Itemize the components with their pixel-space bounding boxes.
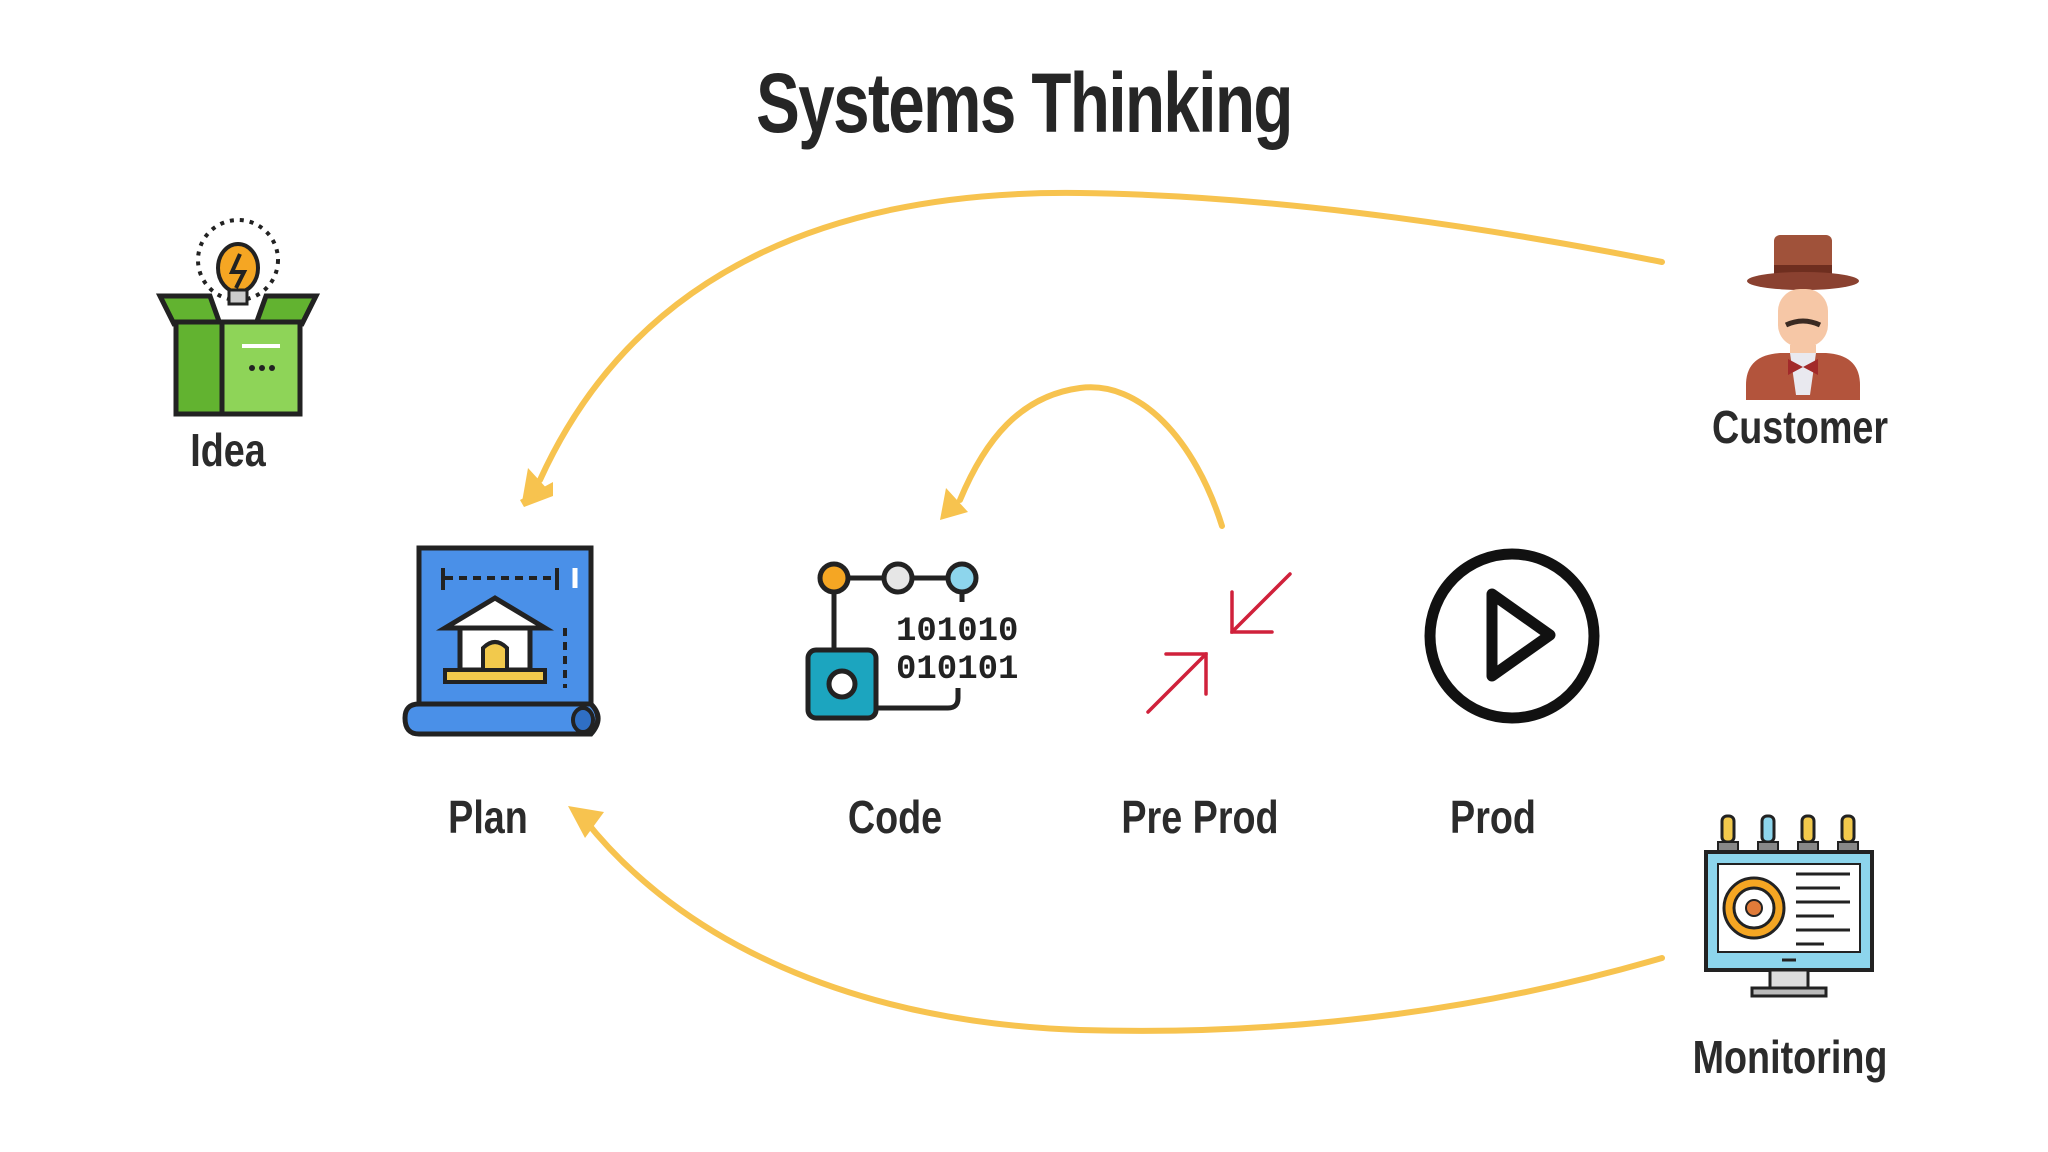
arrows-inward-icon (1146, 572, 1292, 714)
code-label: Code (847, 791, 943, 843)
arrow-customer-to-plan (537, 189, 1665, 483)
feedback-arrows (537, 189, 1665, 1034)
customer-label: Customer (1711, 401, 1889, 453)
arrow-monitoring-to-plan (582, 817, 1665, 1034)
prod-label: Prod (1450, 791, 1536, 843)
page-title: Systems Thinking (756, 56, 1293, 150)
binary-code-icon: 101010 010101 (805, 561, 1018, 721)
arrow-heads (520, 468, 968, 838)
customer-icon (1746, 235, 1860, 400)
plan-label: Plan (448, 791, 528, 843)
blueprint-icon (402, 545, 601, 737)
arrowhead-code (940, 488, 968, 520)
idea-box-icon (155, 218, 321, 417)
arrow-preprod-to-code (957, 384, 1225, 529)
monitoring-label: Monitoring (1692, 1031, 1888, 1083)
svg-text:010101: 010101 (896, 651, 1018, 689)
svg-text:101010: 101010 (896, 613, 1018, 651)
arrowhead-plan-bottom (568, 806, 604, 838)
idea-label: Idea (190, 424, 266, 476)
play-button-icon (1424, 548, 1600, 724)
arrowhead-plan-top-2 (522, 468, 550, 502)
monitoring-dashboard-icon (1704, 814, 1874, 998)
preprod-label: Pre Prod (1121, 791, 1279, 843)
